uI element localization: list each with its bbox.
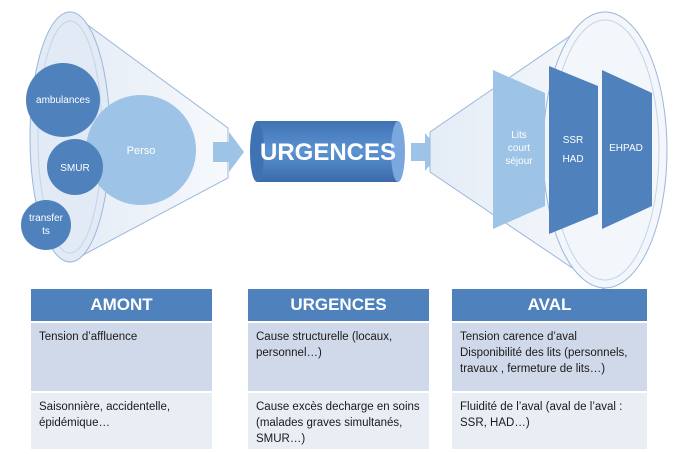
table-amont: AMONT Tension d’affluence Saisonnière, a… <box>31 289 212 451</box>
block-ssr-label-2: HAD <box>562 154 583 165</box>
table-urgences-header: URGENCES <box>248 289 429 323</box>
table-aval-header: AVAL <box>452 289 647 323</box>
block-lits-label-1: Lits <box>511 130 527 141</box>
table-amont-row-1: Tension d’affluence <box>31 323 212 393</box>
urgences-cylinder-label: URGENCES <box>260 139 396 166</box>
block-ssr-label-1: SSR <box>563 135 584 146</box>
bubble-perso-label: Perso <box>127 145 156 157</box>
table-amont-row-2: Saisonnière, accidentelle, épidémique… <box>31 393 212 451</box>
urgences-cylinder: URGENCES <box>250 121 405 182</box>
bubble-smur-label: SMUR <box>60 163 89 174</box>
arrow-right-2 <box>411 133 441 171</box>
table-urgences-row-2: Cause excès decharge en soins (malades g… <box>248 393 429 451</box>
bubble-perso: Perso <box>86 95 196 205</box>
table-amont-header: AMONT <box>31 289 212 323</box>
block-ssr: SSR HAD <box>549 66 598 234</box>
block-ehpad-label: EHPAD <box>609 143 643 154</box>
table-aval-row-2: Fluidité de l’aval (aval de l’aval : SSR… <box>452 393 647 451</box>
table-urgences-row-1: Cause structurelle (locaux, personnel…) <box>248 323 429 393</box>
table-aval: AVAL Tension carence d’aval Disponibilit… <box>452 289 647 451</box>
block-ehpad: EHPAD <box>602 70 652 229</box>
bubble-smur: SMUR <box>47 139 103 195</box>
table-urgences: URGENCES Cause structurelle (locaux, per… <box>248 289 429 451</box>
block-lits-label-3: séjour <box>505 156 533 167</box>
bubble-ambulances: ambulances <box>26 63 100 137</box>
bubble-transfers-label-1: transfer <box>29 213 64 224</box>
block-lits-label-2: court <box>508 143 530 154</box>
bubble-ambulances-label: ambulances <box>36 95 90 106</box>
table-aval-row-1: Tension carence d’aval Disponibilité des… <box>452 323 647 393</box>
flow-diagram: Perso ambulances SMUR transfer ts URGENC… <box>21 11 668 290</box>
block-lits: Lits court séjour <box>493 70 545 229</box>
bubble-transfers: transfer ts <box>21 200 71 250</box>
arrow-right-1 <box>213 132 244 172</box>
bubble-transfers-label-2: ts <box>42 226 50 237</box>
